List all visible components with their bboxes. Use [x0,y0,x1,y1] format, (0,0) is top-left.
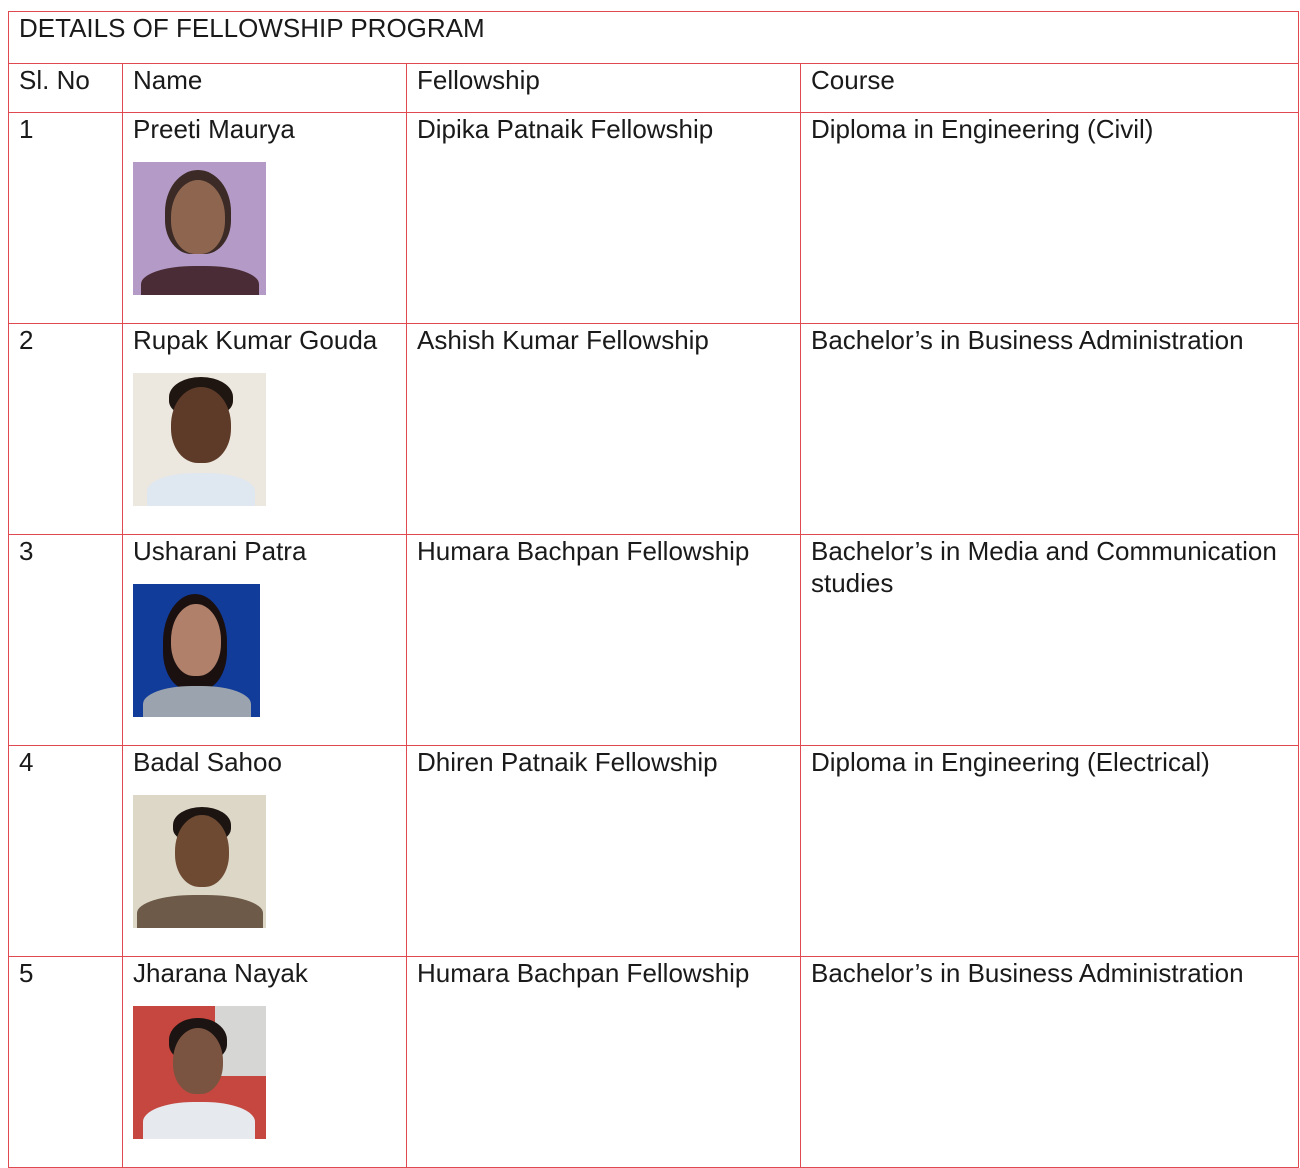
table-row: 2 Rupak Kumar Gouda Ashish Kumar Fellows… [8,323,1299,535]
cell-fellowship: Dhiren Patnaik Fellowship [406,745,801,957]
cell-name: Rupak Kumar Gouda [122,323,407,535]
student-name: Usharani Patra [133,536,307,566]
cell-course: Diploma in Engineering (Civil) [800,112,1299,324]
cell-fellowship: Humara Bachpan Fellowship [406,534,801,746]
cell-course: Bachelor’s in Business Administration [800,956,1299,1168]
header-sl-no: Sl. No [8,63,123,113]
student-name: Rupak Kumar Gouda [133,325,378,355]
table-row: 1 Preeti Maurya Dipika Patnaik Fellowshi… [8,112,1299,324]
photo-body [137,895,263,928]
photo-body [147,473,255,506]
photo-body [143,1102,255,1139]
cell-sl-no: 5 [8,956,123,1168]
cell-sl-no: 3 [8,534,123,746]
cell-fellowship: Dipika Patnaik Fellowship [406,112,801,324]
student-name: Preeti Maurya [133,114,295,144]
student-photo [133,1006,266,1139]
cell-sl-no: 2 [8,323,123,535]
photo-face [171,604,221,676]
photo-body [143,686,251,717]
fellowship-table: DETAILS OF FELLOWSHIP PROGRAM Sl. No Nam… [8,11,1299,1168]
table-title-row: DETAILS OF FELLOWSHIP PROGRAM [8,11,1299,64]
table-row: 5 Jharana Nayak Humara Bachpan Fellowshi… [8,956,1299,1168]
photo-face [175,815,229,887]
photo-face [171,180,225,254]
header-name: Name [122,63,407,113]
cell-name: Usharani Patra [122,534,407,746]
table-row: 3 Usharani Patra Humara Bachpan Fellowsh… [8,534,1299,746]
photo-face [171,387,231,463]
table-header-row: Sl. No Name Fellowship Course [8,63,1299,113]
cell-fellowship: Humara Bachpan Fellowship [406,956,801,1168]
cell-course: Diploma in Engineering (Electrical) [800,745,1299,957]
photo-body [141,266,259,295]
cell-course: Bachelor’s in Business Administration [800,323,1299,535]
student-name: Jharana Nayak [133,958,308,988]
student-name: Badal Sahoo [133,747,282,777]
cell-sl-no: 4 [8,745,123,957]
table-title: DETAILS OF FELLOWSHIP PROGRAM [8,11,1299,64]
table-row: 4 Badal Sahoo Dhiren Patnaik Fellowship … [8,745,1299,957]
cell-fellowship: Ashish Kumar Fellowship [406,323,801,535]
cell-name: Preeti Maurya [122,112,407,324]
student-photo [133,795,266,928]
student-photo [133,584,260,717]
student-photo [133,162,266,295]
student-photo [133,373,266,506]
cell-sl-no: 1 [8,112,123,324]
header-fellowship: Fellowship [406,63,801,113]
cell-name: Badal Sahoo [122,745,407,957]
header-course: Course [800,63,1299,113]
cell-course: Bachelor’s in Media and Communication st… [800,534,1299,746]
photo-face [173,1028,223,1094]
cell-name: Jharana Nayak [122,956,407,1168]
